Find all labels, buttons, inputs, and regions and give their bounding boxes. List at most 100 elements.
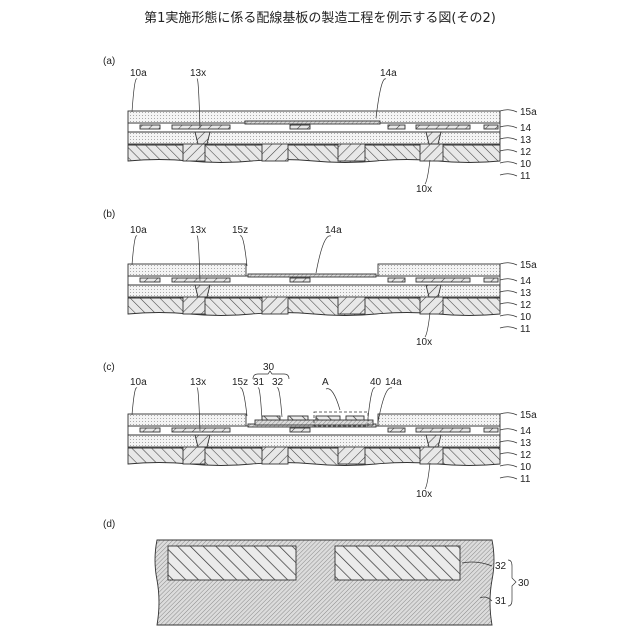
via-column-10x xyxy=(338,296,365,314)
callout-32: 32 xyxy=(272,377,284,388)
leader-line xyxy=(500,279,517,281)
callout-11: 11 xyxy=(520,324,531,335)
wiring-layer-14 xyxy=(172,278,230,282)
wiring-layer-14 xyxy=(388,278,405,282)
pad-14a xyxy=(245,121,380,124)
panel-b: (b)10a13x15z14a15a141312101110x xyxy=(103,209,537,348)
leader-line xyxy=(132,388,137,415)
layer-32-pad xyxy=(288,416,308,420)
via-13x xyxy=(426,132,441,144)
callout-12: 12 xyxy=(520,300,532,311)
wiring-layer-14 xyxy=(140,428,160,432)
via-13x xyxy=(426,285,441,297)
callout-13: 13 xyxy=(520,438,532,449)
wiring-layer-14 xyxy=(388,125,405,129)
leader-line xyxy=(240,236,247,266)
leader-line xyxy=(368,388,375,418)
leader-line xyxy=(425,160,430,184)
via-column-10x xyxy=(338,143,365,161)
leader-line xyxy=(132,236,137,265)
callout-13x: 13x xyxy=(190,377,206,388)
layer-32-block-right xyxy=(335,546,460,580)
wiring-layer-14 xyxy=(290,125,310,129)
figure-title: 第1実施形態に係る配線基板の製造工程を例示する図(その2) xyxy=(144,10,496,26)
callout-10a: 10a xyxy=(130,68,147,79)
leader-line xyxy=(425,313,430,337)
leader-line xyxy=(500,429,517,431)
leader-line xyxy=(500,453,517,455)
layer-32-pad xyxy=(316,416,340,420)
callout-13x: 13x xyxy=(190,225,206,236)
leader-line xyxy=(500,150,517,152)
pad-14a xyxy=(248,274,376,277)
via-13x xyxy=(195,132,210,144)
via-column-10x xyxy=(338,446,365,464)
solder-resist-15a-left xyxy=(128,414,246,426)
insulating-layer-13 xyxy=(128,435,500,447)
layer-32-pad xyxy=(262,416,280,420)
leader-line xyxy=(240,388,247,416)
via-13x xyxy=(195,285,210,297)
via-column-10x xyxy=(420,143,443,161)
callout-14a: 14a xyxy=(385,377,402,388)
panel-label-c: (c) xyxy=(103,362,115,373)
via-13x xyxy=(426,435,441,447)
leader-line xyxy=(132,79,137,112)
callout-14: 14 xyxy=(520,426,532,437)
callout-32: 32 xyxy=(495,561,507,572)
leader-line xyxy=(500,138,517,140)
wiring-layer-14 xyxy=(416,278,470,282)
brace-30-d xyxy=(508,560,516,606)
panel-c: (c)3010a13x15z3132A4014a15a141312101110x xyxy=(103,362,537,500)
layer-32-pad xyxy=(346,416,364,420)
wiring-layer-14 xyxy=(416,125,470,129)
leader-line xyxy=(500,110,517,112)
leader-line xyxy=(326,389,340,410)
solder-resist-15a-right xyxy=(378,264,500,276)
via-column-10x xyxy=(262,296,288,314)
wiring-layer-14 xyxy=(416,428,470,432)
callout-15a: 15a xyxy=(520,410,537,421)
callout-A: A xyxy=(322,377,329,388)
leader-line xyxy=(316,236,331,273)
callout-10x: 10x xyxy=(416,337,432,348)
group-label-30: 30 xyxy=(263,362,275,373)
callout-31: 31 xyxy=(253,377,265,388)
leader-line xyxy=(500,291,517,293)
callout-10x: 10x xyxy=(416,184,432,195)
leader-line xyxy=(500,263,517,265)
panel-d: (d)323130 xyxy=(103,519,530,625)
layer-32-block-left xyxy=(168,546,296,580)
leader-line xyxy=(500,413,517,415)
callout-10: 10 xyxy=(520,159,532,170)
leader-line xyxy=(500,303,517,305)
solder-resist-15a-right xyxy=(378,414,500,426)
leader-line xyxy=(500,477,517,479)
callout-10x: 10x xyxy=(416,489,432,500)
insulating-layer-13 xyxy=(128,132,500,144)
insulating-layer-13 xyxy=(128,285,500,297)
callout-14a: 14a xyxy=(325,225,342,236)
solder-resist-15a-left xyxy=(128,264,246,276)
leader-line xyxy=(425,463,430,489)
via-column-10x xyxy=(262,446,288,464)
callout-40: 40 xyxy=(370,377,382,388)
callout-14: 14 xyxy=(520,276,532,287)
callout-14: 14 xyxy=(520,123,532,134)
callout-10a: 10a xyxy=(130,225,147,236)
leader-line xyxy=(277,388,282,417)
callout-10: 10 xyxy=(520,462,532,473)
wiring-layer-14 xyxy=(388,428,405,432)
callout-31: 31 xyxy=(495,596,507,607)
leader-line xyxy=(500,327,517,329)
wiring-layer-14 xyxy=(290,278,310,282)
via-column-10x xyxy=(183,296,205,314)
panel-label-d: (d) xyxy=(103,519,115,530)
wiring-layer-14 xyxy=(172,125,230,129)
via-13x xyxy=(195,435,210,447)
callout-13x: 13x xyxy=(190,68,206,79)
callout-14a: 14a xyxy=(380,68,397,79)
wiring-layer-14 xyxy=(484,278,498,282)
callout-15z: 15z xyxy=(232,377,248,388)
